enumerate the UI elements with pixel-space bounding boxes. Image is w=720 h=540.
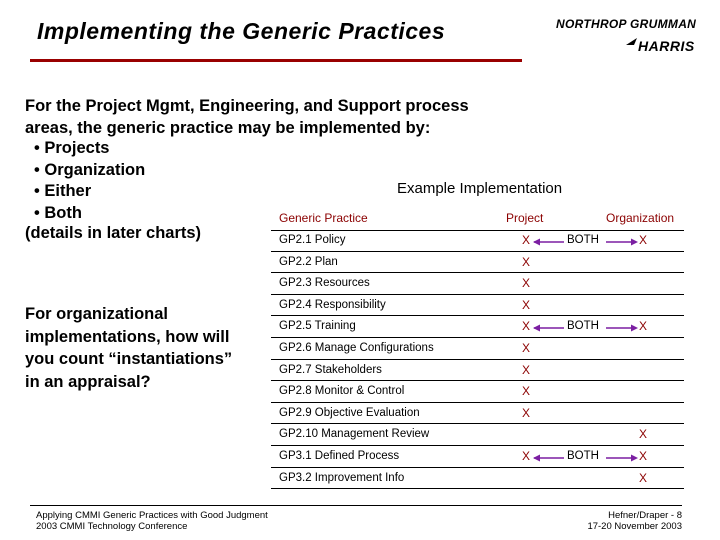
project-mark: X: [522, 449, 531, 463]
generic-practice-cell: GP2.9 Objective Evaluation: [279, 406, 420, 419]
slide-title: Implementing the Generic Practices: [37, 18, 446, 44]
footer-left: Applying CMMI Generic Practices with Goo…: [36, 510, 268, 532]
bullet-item: • Either: [34, 182, 92, 200]
bullet-item: • Organization: [34, 160, 146, 179]
both-arrow-icon: [533, 454, 638, 462]
generic-practice-cell: GP2.5 Training: [279, 320, 356, 333]
project-mark: X: [522, 319, 531, 334]
both-label: BOTH: [567, 234, 599, 246]
project-mark: X: [522, 405, 531, 420]
generic-practice-cell: GP3.1 Defined Process: [279, 450, 400, 462]
header-organization: Organization: [606, 211, 675, 225]
table-row-divider: [271, 272, 684, 274]
table-row-divider: [271, 315, 684, 317]
header-generic-practice: Generic Practice: [279, 211, 368, 225]
table-header-divider: [271, 230, 684, 231]
question-line: you count “instantiations”: [25, 350, 233, 368]
table-row-divider: [271, 250, 684, 252]
details-note: (details in later charts): [25, 224, 202, 242]
table-row: GP2.6 Manage Configurations X: [271, 338, 684, 360]
project-mark: X: [522, 362, 531, 377]
footer-right: Hefner/Draper - 8 17-20 November 2003: [587, 510, 682, 532]
question-line: in an appraisal?: [25, 372, 151, 391]
table-row: GP3.1 Defined Process X X BOTH: [271, 446, 684, 468]
table-row: GP2.8 Monitor & Control X: [271, 381, 684, 403]
organization-mark: X: [639, 233, 648, 247]
footer-divider: [30, 505, 682, 506]
table-row-divider: [271, 423, 684, 425]
intro-line: For the Project Mgmt, Engineering, and S…: [25, 97, 469, 115]
footer-date: 17-20 November 2003: [587, 521, 682, 532]
table-row-divider: [271, 380, 684, 382]
project-mark: X: [522, 233, 531, 247]
question-line: For organizational: [25, 305, 169, 323]
footer-presentation-title: Applying CMMI Generic Practices with Goo…: [36, 510, 268, 521]
generic-practice-cell: GP2.2 Plan: [279, 255, 338, 268]
project-mark: X: [522, 297, 531, 312]
title-underline: [30, 59, 522, 62]
generic-practice-cell: GP2.7 Stakeholders: [279, 363, 382, 376]
project-mark: X: [522, 384, 531, 399]
intro-text: For the Project Mgmt, Engineering, and S…: [25, 95, 469, 139]
intro-line: areas, the generic practice may be imple…: [25, 119, 431, 137]
bullet-item: • Both: [34, 203, 82, 222]
example-title: Example Implementation: [397, 180, 563, 197]
northrop-grumman-logo: NORTHROP GRUMMAN: [556, 17, 696, 31]
generic-practice-cell: GP2.8 Monitor & Control: [279, 385, 405, 398]
project-mark: X: [522, 254, 531, 269]
project-mark: X: [522, 276, 531, 291]
both-label: BOTH: [567, 450, 599, 462]
table-row: GP2.4 Responsibility X: [271, 295, 684, 317]
appraisal-question: For organizational implementations, how …: [25, 303, 232, 393]
header-project: Project: [506, 211, 544, 225]
table-row: GP2.2 Plan X: [271, 252, 684, 274]
table-row-divider: [271, 401, 684, 403]
table-row-divider: [271, 358, 684, 360]
harris-logo: HARRIS: [626, 38, 695, 54]
both-arrow-icon: [533, 238, 638, 246]
generic-practice-cell: GP2.4 Responsibility: [279, 298, 386, 311]
table-row: GP2.1 Policy X X BOTH: [271, 230, 684, 252]
table-row-divider: [271, 293, 684, 295]
table-row: GP3.2 Improvement Info X: [271, 468, 684, 490]
svg-text:HARRIS: HARRIS: [638, 38, 695, 54]
table-row: GP2.10 Management Review X: [271, 424, 684, 446]
table-row-divider: [271, 444, 684, 446]
table-row-divider: [271, 466, 684, 468]
table-row: GP2.7 Stakeholders X: [271, 360, 684, 382]
svg-text:NORTHROP GRUMMAN: NORTHROP GRUMMAN: [556, 17, 696, 31]
bullet-text: Projects: [44, 139, 110, 157]
generic-practice-cell: GP3.2 Improvement Info: [279, 471, 405, 484]
bullet-text: Both: [44, 203, 82, 222]
table-row: GP2.5 Training X X BOTH: [271, 316, 684, 338]
organization-mark: X: [639, 427, 648, 442]
generic-practice-cell: GP2.1 Policy: [279, 234, 346, 246]
question-line: implementations, how will: [25, 327, 230, 346]
implementation-options-list: • Projects • Organization • Either • Bot…: [34, 138, 145, 224]
bullet-text: Organization: [44, 160, 146, 179]
both-label: BOTH: [567, 320, 599, 333]
project-mark: X: [522, 341, 531, 355]
footer-conference: 2003 CMMI Technology Conference: [36, 521, 188, 532]
generic-practice-table: Generic Practice Project Organization GP…: [271, 208, 684, 490]
generic-practice-cell: GP2.10 Management Review: [279, 428, 430, 441]
footer-author-page: Hefner/Draper - 8: [608, 510, 682, 521]
table-row-divider: [271, 488, 684, 490]
table-row: GP2.3 Resources X: [271, 273, 684, 295]
bullet-text: Either: [44, 182, 92, 200]
organization-mark: X: [639, 449, 648, 463]
organization-mark: X: [639, 470, 648, 485]
organization-mark: X: [639, 319, 648, 334]
table-row: GP2.9 Objective Evaluation X: [271, 403, 684, 425]
table-row-divider: [271, 336, 684, 338]
generic-practice-cell: GP2.6 Manage Configurations: [279, 342, 434, 354]
both-arrow-icon: [533, 324, 638, 332]
bullet-item: • Projects: [34, 139, 110, 157]
generic-practice-cell: GP2.3 Resources: [279, 277, 370, 290]
